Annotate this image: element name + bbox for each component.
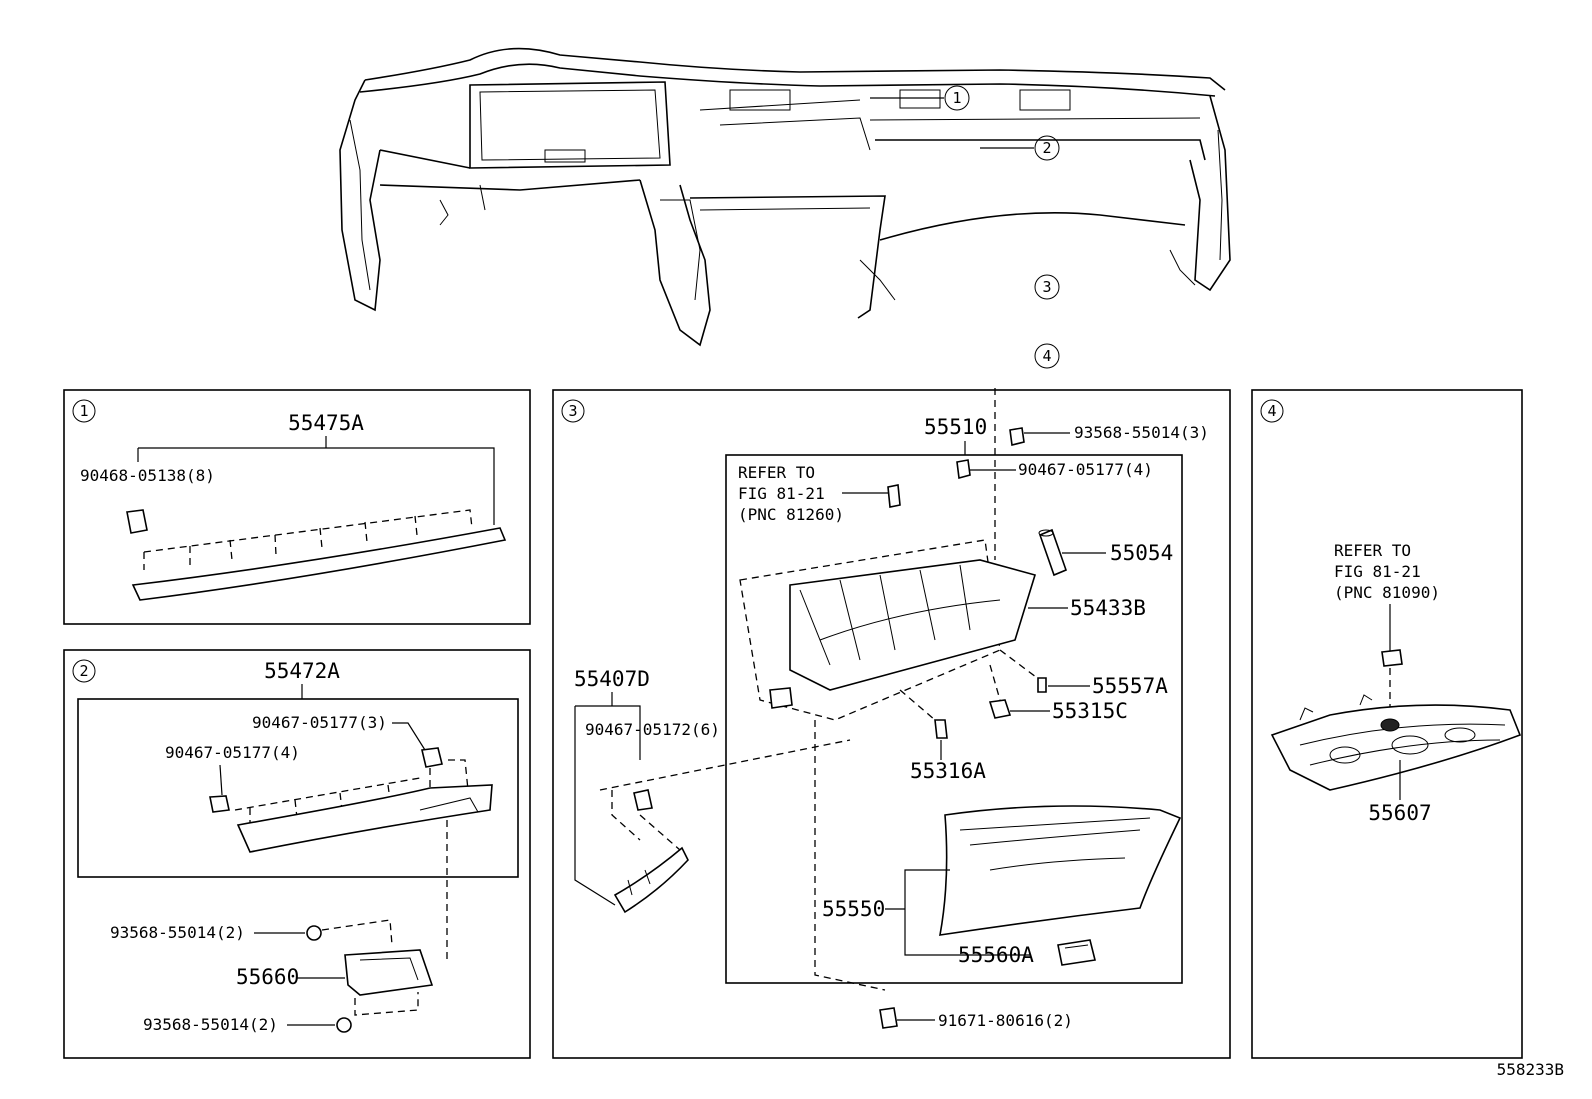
label-55316A: 55316A [910, 759, 986, 783]
svg-text:1: 1 [952, 89, 961, 107]
label-90467-05177-3: 90467-05177(3) [252, 713, 387, 732]
label-55510: 55510 [924, 415, 987, 439]
svg-text:3: 3 [568, 402, 577, 420]
label-55607: 55607 [1368, 801, 1431, 825]
dashboard-assembly-illustration [339, 47, 1231, 347]
callout-4: 4 [1034, 343, 1060, 369]
label-55475A: 55475A [288, 411, 364, 435]
refer-81090-line3: (PNC 81090) [1334, 583, 1440, 602]
callout-1: 1 [870, 85, 970, 111]
callout-2: 2 [980, 135, 1060, 161]
refer-81090-line2: FIG 81-21 [1334, 562, 1421, 581]
svg-text:2: 2 [1042, 139, 1051, 157]
svg-text:1: 1 [79, 402, 88, 420]
refer-81260-line3: (PNC 81260) [738, 505, 844, 524]
label-55433B: 55433B [1070, 596, 1146, 620]
panel-1: 1 55475A 90468-05138(8) [63, 389, 531, 625]
label-55472A: 55472A [264, 659, 340, 683]
label-90467-05177-4: 90467-05177(4) [165, 743, 300, 762]
label-55315C: 55315C [1052, 699, 1128, 723]
label-93568-55014-3: 93568-55014(3) [1074, 423, 1209, 442]
svg-text:4: 4 [1267, 402, 1276, 420]
svg-text:2: 2 [79, 662, 88, 680]
panel-4: 4 REFER TO FIG 81-21 (PNC 81090) 55607 [1251, 389, 1523, 1059]
label-55407D: 55407D [574, 667, 650, 691]
refer-81090-line1: REFER TO [1334, 541, 1411, 560]
refer-81260-line2: FIG 81-21 [738, 484, 825, 503]
refer-81260-line1: REFER TO [738, 463, 815, 482]
label-90468-05138: 90468-05138(8) [80, 466, 215, 485]
label-55660: 55660 [236, 965, 299, 989]
svg-text:3: 3 [1042, 278, 1051, 296]
label-55550: 55550 [822, 897, 885, 921]
panel-3: 3 55510 93568-55014(3) REFER TO FIG 81-2… [552, 388, 1231, 1059]
figure-id: 558233B [1497, 1060, 1564, 1079]
label-90467-05177-4b: 90467-05177(4) [1018, 460, 1153, 479]
label-93568-55014-top: 93568-55014(2) [110, 923, 245, 942]
callout-3: 3 [1034, 274, 1060, 300]
label-93568-55014-bottom: 93568-55014(2) [143, 1015, 278, 1034]
label-91671-80616: 91671-80616(2) [938, 1011, 1073, 1030]
panel-2: 2 55472A 90467-05177(3) 90467-05177(4) 9… [63, 649, 531, 1059]
label-55560A: 55560A [958, 943, 1034, 967]
label-90467-05172: 90467-05172(6) [585, 720, 720, 739]
label-55557A: 55557A [1092, 674, 1168, 698]
svg-text:4: 4 [1042, 347, 1051, 365]
label-55054: 55054 [1110, 541, 1173, 565]
